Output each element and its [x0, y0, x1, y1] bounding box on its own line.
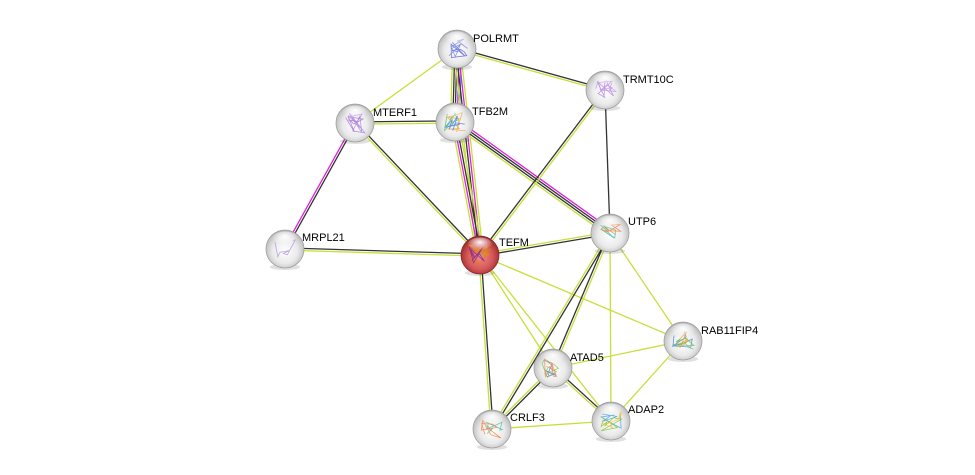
- node-highlight: [596, 215, 624, 232]
- edge-mterf1-mrpl21[interactable]: [283, 122, 357, 250]
- edge-evidence-textmining: [553, 233, 612, 369]
- node-highlight: [466, 237, 494, 254]
- node-label: CRLF3: [510, 412, 545, 424]
- edge-evidence-experiments: [453, 122, 480, 256]
- edge-evidence-textmining: [354, 48, 458, 124]
- node-label: TRMT10C: [623, 74, 674, 86]
- structure-strand: [673, 337, 695, 350]
- edge-evidence-textmining: [456, 49, 605, 92]
- node-adap2[interactable]: ADAP2: [591, 401, 664, 442]
- node-utp6[interactable]: UTP6: [590, 213, 656, 254]
- edge-evidence-coexpression: [455, 120, 612, 233]
- edge-evidence-coexpression: [457, 47, 606, 90]
- node-polrmt[interactable]: POLRMT: [437, 29, 519, 70]
- node-mterf1[interactable]: MTERF1: [335, 103, 417, 144]
- node-highlight: [341, 105, 369, 122]
- edge-evidence-textmining: [478, 255, 492, 430]
- node-mrpl21[interactable]: MRPL21: [265, 229, 345, 270]
- node-tefm[interactable]: TEFM: [460, 235, 529, 276]
- edge-evidence-textmining: [452, 124, 609, 237]
- node-label: ADAP2: [628, 404, 664, 416]
- edge-evidence-coexpression: [355, 121, 482, 255]
- edge-evidence-textmining: [353, 123, 480, 257]
- edge-evidence-coexpression: [285, 123, 357, 250]
- edge-adap2-crlf3[interactable]: [491, 420, 612, 430]
- node-highlight: [597, 403, 625, 420]
- edges-layer: [283, 47, 684, 431]
- edge-tfb2m-tefm[interactable]: [451, 121, 484, 256]
- edge-utp6-rab11fip4[interactable]: [609, 232, 684, 342]
- edge-polrmt-trmt10c[interactable]: [456, 47, 606, 92]
- node-label: TFB2M: [472, 106, 508, 118]
- node-highlight: [441, 104, 469, 121]
- edge-evidence-textmining: [609, 232, 612, 422]
- edge-evidence-textmining: [457, 121, 484, 255]
- edge-evidence-experiments: [456, 118, 613, 231]
- edge-evidence-textmining: [552, 340, 684, 369]
- node-label: ATAD5: [570, 352, 604, 364]
- node-crlf3[interactable]: CRLF3: [472, 409, 545, 450]
- node-highlight: [478, 411, 506, 428]
- edge-evidence-textmining: [491, 420, 612, 430]
- edge-evidence-textmining: [490, 232, 610, 429]
- edge-evidence-textmining: [480, 90, 607, 257]
- node-atad5[interactable]: ATAD5: [533, 348, 604, 389]
- edge-mrpl21-tefm[interactable]: [284, 247, 481, 257]
- node-highlight: [443, 31, 471, 48]
- node-trmt10c[interactable]: TRMT10C: [585, 70, 674, 111]
- nodes-layer: POLRMT TRMT10C MTERF1 TFB2M MRPL21 TEFM UTP6RA…: [265, 29, 758, 450]
- edge-evidence-experiments: [283, 122, 355, 249]
- edge-tefm-utp6[interactable]: [479, 231, 611, 257]
- edge-evidence-coexpression: [453, 122, 610, 235]
- structure-strand: [444, 115, 465, 131]
- edge-trmt10c-utp6[interactable]: [604, 89, 611, 234]
- edge-evidence-coexpression: [480, 233, 611, 257]
- edge-evidence-coexpression: [478, 88, 605, 255]
- edge-evidence-coexpression: [480, 254, 494, 429]
- edge-tefm-crlf3[interactable]: [478, 254, 494, 430]
- node-highlight: [271, 231, 299, 248]
- edge-mterf1-tefm[interactable]: [353, 121, 482, 257]
- structure-strand: [544, 358, 558, 378]
- node-label: RAB11FIP4: [701, 325, 758, 337]
- edge-evidence-textmining: [479, 231, 610, 255]
- edge-evidence-coexpression: [551, 232, 610, 368]
- node-label: UTP6: [628, 216, 656, 228]
- node-label: POLRMT: [473, 33, 519, 45]
- node-highlight: [539, 350, 567, 367]
- edge-polrmt-mterf1[interactable]: [354, 48, 458, 124]
- edge-evidence-coexpression: [604, 89, 611, 234]
- edge-evidence-textmining: [609, 232, 684, 342]
- node-label: TEFM: [499, 237, 529, 249]
- edge-trmt10c-tefm[interactable]: [478, 88, 607, 257]
- edge-evidence-coexpression: [285, 247, 481, 255]
- node-highlight: [669, 323, 697, 340]
- edge-evidence-textmining: [284, 249, 480, 257]
- edge-tfb2m-utp6[interactable]: [452, 118, 613, 237]
- edge-evidence-textmining: [459, 48, 484, 255]
- edge-evidence-textmining: [451, 122, 478, 256]
- edge-evidence-coexpression: [492, 233, 612, 430]
- edge-utp6-adap2[interactable]: [609, 232, 612, 422]
- edge-atad5-rab11fip4[interactable]: [552, 340, 684, 369]
- edge-utp6-crlf3[interactable]: [490, 232, 612, 430]
- edge-evidence-coexpression: [455, 121, 482, 255]
- node-tfb2m[interactable]: TFB2M: [435, 102, 508, 143]
- node-highlight: [591, 72, 619, 89]
- node-label: MRPL21: [302, 232, 345, 244]
- node-rab11fip4[interactable]: RAB11FIP4: [663, 321, 758, 362]
- node-label: MTERF1: [373, 107, 417, 119]
- edge-utp6-atad5[interactable]: [551, 232, 612, 369]
